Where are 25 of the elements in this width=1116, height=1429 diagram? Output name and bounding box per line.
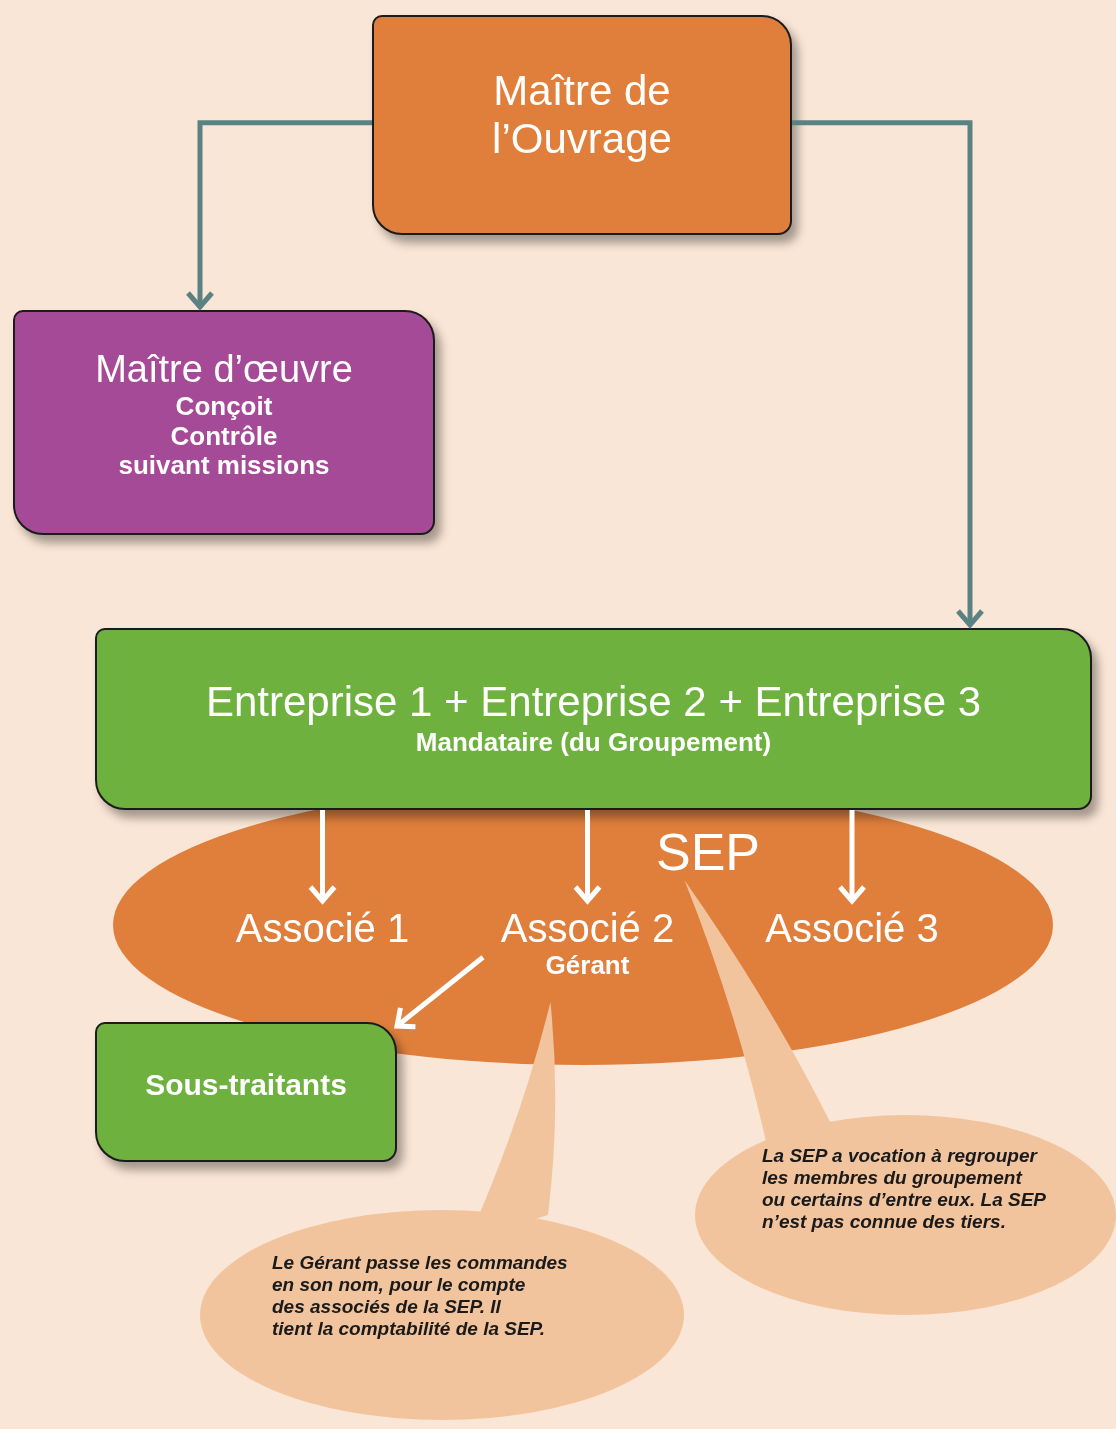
process-box (95, 628, 1092, 810)
node-title: Entreprise 1 + Entreprise 2 + Entreprise 3 (205, 678, 982, 727)
node-title: La SEP a vocation à regrouper les membres du groupement ou certains d’entre eux. La SEP n’est pas connue des tiers. (762, 1145, 1048, 1233)
node-title: Associé 3 (765, 905, 939, 951)
node-title: Le Gérant passe les commandes en son nom, pour le compte des associés de la SEP. Il tient la comptabilité de la SEP. (272, 1252, 569, 1340)
node-subtitle: Gérant (545, 951, 630, 981)
arrow (792, 120, 985, 628)
process-box (13, 310, 435, 535)
node-title: SEP (655, 823, 761, 883)
node-title: Sous-traitants (145, 1068, 347, 1103)
arrow (573, 810, 602, 904)
node-title: Maître d’œuvre (95, 348, 353, 392)
arrow (185, 120, 372, 310)
process-box (372, 15, 792, 235)
process-box (95, 1022, 397, 1162)
node-title: Associé 1 (235, 905, 410, 951)
node-subtitle: Conçoit (175, 391, 273, 422)
arrow (308, 810, 337, 904)
node-title: Associé 2 (500, 905, 675, 951)
arrow (394, 955, 485, 1030)
node-subtitle: Mandataire (du Groupement) (415, 728, 772, 759)
node-title: Maître de l’Ouvrage (491, 67, 673, 164)
node-subtitle: Contrôle (170, 421, 278, 452)
node-subtitle: suivant missions (118, 451, 330, 482)
arrow (837, 810, 867, 904)
